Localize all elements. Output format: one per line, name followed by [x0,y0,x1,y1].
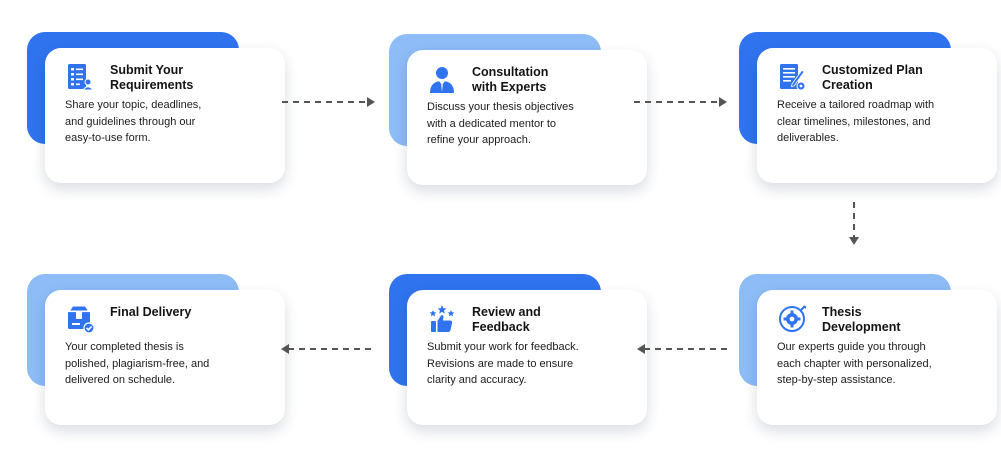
step-card-customized-plan: Customized Plan Creation Receive a tailo… [739,32,997,183]
arrow-step5-to-step6 [281,344,374,354]
step-description: Share your topic, deadlines, and guideli… [65,99,202,144]
checklist-document-icon [65,62,95,92]
target-gear-icon [777,304,807,334]
step-title: Thesis Development [822,305,901,334]
card-body: Submit Your Requirements Share your topi… [45,48,285,183]
card-body: Final Delivery Your completed thesis is … [45,290,285,425]
card-body: Review and Feedback Submit your work for… [407,290,647,425]
step-card-thesis-development: Thesis Development Our experts guide you… [739,274,997,425]
step-card-final-delivery: Final Delivery Your completed thesis is … [27,274,285,425]
arrow-step3-to-step4 [849,202,859,245]
step-description: Receive a tailored roadmap with clear ti… [777,99,935,144]
step-card-review-feedback: Review and Feedback Submit your work for… [389,274,647,425]
arrow-step4-to-step5 [637,344,730,354]
card-body: Consultation with Experts Discuss your t… [407,50,647,185]
step-card-submit-requirements: Submit Your Requirements Share your topi… [27,32,285,183]
step-card-consultation: Consultation with Experts Discuss your t… [389,34,647,185]
step-title: Customized Plan Creation [822,63,923,92]
card-body: Thesis Development Our experts guide you… [757,290,997,425]
step-title: Review and Feedback [472,305,541,334]
step-description: Your completed thesis is polished, plagi… [65,341,210,386]
arrow-step2-to-step3 [634,97,727,107]
step-title: Consultation with Experts [472,65,549,94]
card-body: Customized Plan Creation Receive a tailo… [757,48,997,183]
step-description: Our experts guide you through each chapt… [777,341,932,386]
mentor-person-icon [427,64,457,94]
step-title: Submit Your Requirements [110,63,194,92]
thumbs-up-stars-icon [427,304,457,334]
plan-document-gear-icon [777,62,807,92]
delivery-box-check-icon [65,304,95,334]
step-description: Discuss your thesis objectives with a de… [427,101,574,146]
step-description: Submit your work for feedback. Revisions… [427,341,579,386]
arrow-step1-to-step2 [282,97,375,107]
step-title: Final Delivery [110,305,192,319]
